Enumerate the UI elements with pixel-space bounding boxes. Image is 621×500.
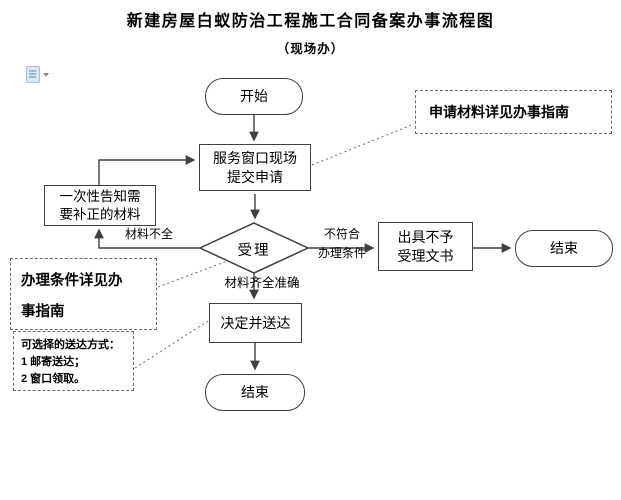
notify-correction-node: 一次性告知需 要补正的材料 [44,185,156,226]
start-node-label: 开始 [240,88,268,104]
page-subtitle: （现场办） [276,42,345,56]
end-node-bottom: 结束 [205,374,305,411]
clipboard-paste-icon [26,66,40,83]
accept-decision-diamond [198,222,310,274]
decide-deliver-node: 决定并送达 [209,303,302,343]
note-delivery-line1: 可选择的送达方式： [21,339,120,351]
notify-node-line2: 要补正的材料 [59,206,141,222]
link-submit-to-materials-note [311,123,415,166]
edge-label-materials-complete: 材料齐全准确 [224,276,300,290]
decide-node-label: 决定并送达 [220,314,291,331]
end-bottom-label: 结束 [241,384,269,400]
note-delivery-line2: 1 邮寄送达； [21,356,86,368]
edge-label-not-meet-line2: 办理条件 [317,246,366,260]
start-node: 开始 [205,78,303,115]
edge-label-not-meet-line1: 不符合 [323,227,360,241]
page-title: 新建房屋白蚁防治工程施工合同备案办事流程图 [126,13,495,30]
edge-label-materials-incomplete: 材料不全 [124,227,173,241]
note-delivery-options: 可选择的送达方式： 1 邮寄送达； 2 窗口领取。 [13,331,134,391]
chevron-down-icon [43,73,49,77]
note-conditions-line1: 办理条件详见办 [21,273,123,289]
end-right-label: 结束 [550,240,578,256]
paste-options-button[interactable] [26,66,52,84]
edge-accept-to-notify [94,228,200,249]
note-processing-conditions: 办理条件详见办 事指南 [10,258,157,330]
note-conditions-line2: 事指南 [21,304,65,320]
end-node-right: 结束 [515,230,613,267]
reject-node-line2: 受理文书 [397,247,454,264]
note-materials-text: 申请材料详见办事指南 [429,104,569,120]
submit-application-node: 服务窗口现场 提交申请 [199,144,311,191]
edge-notify-to-submit [98,155,196,185]
reject-node-line1: 出具不予 [397,228,454,245]
submit-node-line1: 服务窗口现场 [213,149,297,166]
note-application-materials: 申请材料详见办事指南 [415,90,612,134]
submit-node-line2: 提交申请 [227,168,283,185]
reject-document-node: 出具不予 受理文书 [378,222,473,271]
note-delivery-line3: 2 窗口领取。 [21,373,86,385]
accept-node-label: 受理 [237,243,271,259]
notify-node-line1: 一次性告知需 [59,188,141,204]
